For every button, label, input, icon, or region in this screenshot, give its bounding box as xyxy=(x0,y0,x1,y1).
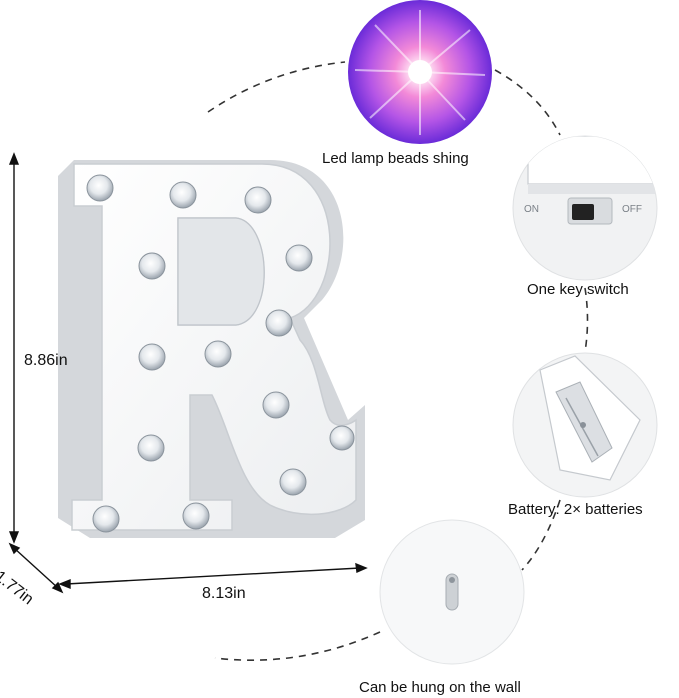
wall-hang-caption: Can be hung on the wall xyxy=(359,679,521,696)
dashed-connector-arcs xyxy=(207,61,589,661)
marquee-bulbs xyxy=(86,174,355,533)
battery-caption: Battery: 2× batteries xyxy=(508,501,643,518)
dimension-lines xyxy=(8,152,368,594)
switch-caption: One key switch xyxy=(527,281,629,298)
height-dimension-label: 8.86in xyxy=(24,352,68,369)
letter-r-marquee xyxy=(58,160,365,538)
led-beads-caption: Led lamp beads shing xyxy=(322,150,469,167)
battery-compartment-icon xyxy=(512,352,658,498)
letter-r-inner-shadow xyxy=(177,217,265,326)
wall-hook-icon xyxy=(379,519,525,665)
width-dimension-label: 8.13in xyxy=(202,585,246,602)
switch-on-label: ON xyxy=(524,204,539,215)
glowing-led-icon xyxy=(348,0,492,144)
switch-off-label: OFF xyxy=(622,204,642,215)
